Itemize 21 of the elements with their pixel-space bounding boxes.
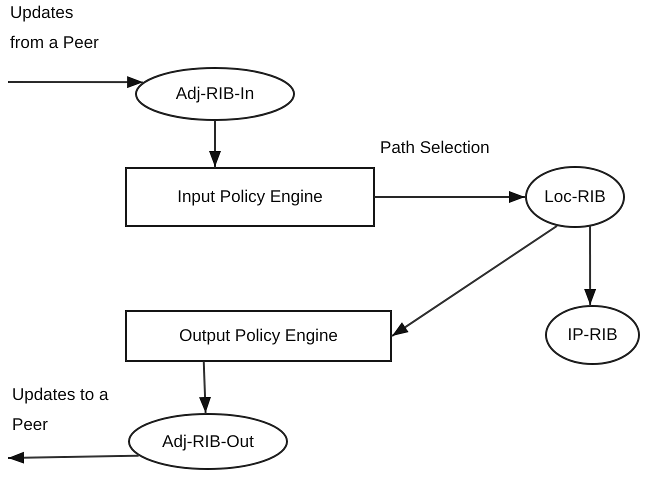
node-label: Input Policy Engine: [177, 187, 323, 207]
ellipse-node: [135, 67, 295, 121]
process-box: [125, 310, 392, 362]
arrow: [199, 362, 212, 414]
ellipse-node: [545, 305, 640, 365]
ellipse-node: [525, 166, 625, 228]
arrow: [584, 226, 596, 306]
ellipse-node: [128, 413, 288, 470]
node-label: Output Policy Engine: [179, 326, 338, 346]
node-label: Adj-RIB-Out: [162, 432, 254, 452]
process-box: [125, 167, 375, 227]
arrow: [209, 121, 221, 167]
text-label: Updates from a Peer: [10, 2, 100, 54]
arrow: [8, 76, 144, 88]
arrow: [375, 191, 525, 203]
node-label: Loc-RIB: [544, 187, 606, 207]
arrow: [8, 452, 139, 464]
arrow: [391, 225, 558, 337]
node-label: IP-RIB: [567, 325, 618, 345]
text-label: Updates to a Peer: [12, 384, 110, 436]
node-label: Adj-RIB-In: [176, 84, 254, 104]
